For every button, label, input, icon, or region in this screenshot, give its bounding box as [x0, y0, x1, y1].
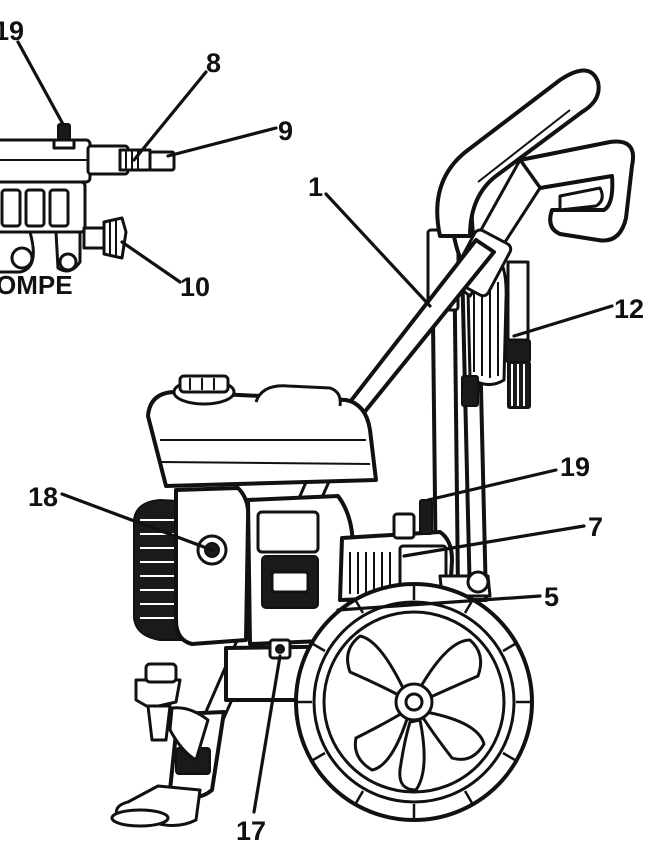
leader-lines: [16, 40, 614, 814]
pump-inset-illustration: [0, 123, 176, 274]
leader-5: [336, 594, 542, 612]
callout-19-top: 19: [0, 16, 24, 46]
leader-19-mid: [426, 468, 558, 502]
callout-12: 12: [614, 294, 644, 324]
callout-18: 18: [28, 482, 58, 512]
callout-1: 1: [308, 172, 323, 202]
leader-7: [402, 524, 586, 558]
callout-7: 7: [588, 512, 603, 542]
leader-18: [60, 492, 214, 552]
leader-17: [252, 654, 282, 814]
callout-10: 10: [180, 272, 210, 302]
callout-17: 17: [236, 816, 266, 846]
leader-12: [512, 304, 614, 338]
leader-19-top: [16, 40, 66, 128]
leader-9: [166, 126, 278, 158]
leader-8: [132, 70, 208, 162]
callout-8: 8: [206, 48, 221, 78]
callout-9: 9: [278, 116, 293, 146]
callout-19-mid: 19: [560, 452, 590, 482]
pump-section-label: OMPE: [0, 270, 73, 300]
leader-1: [324, 192, 432, 308]
callout-5: 5: [544, 582, 559, 612]
pressure-washer-illustration: [110, 68, 635, 828]
leader-10: [120, 240, 182, 284]
